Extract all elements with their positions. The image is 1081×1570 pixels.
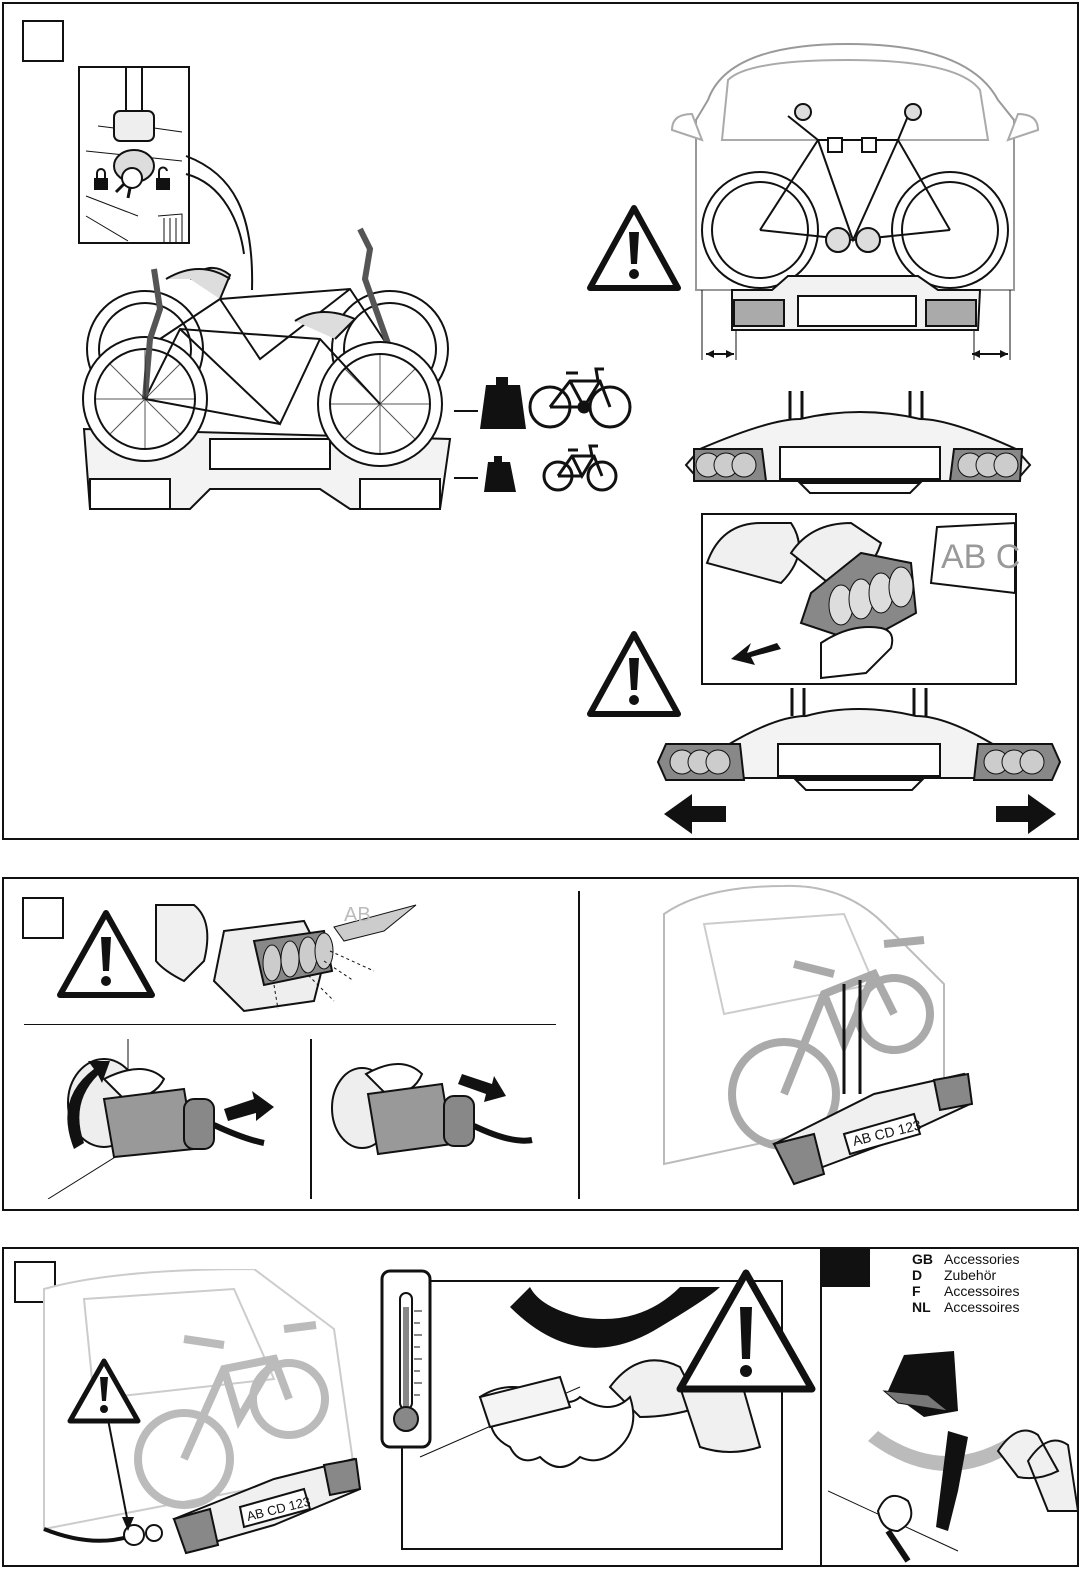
divider: [24, 1024, 556, 1025]
divider: [310, 1039, 312, 1199]
panel-top: AB CD: [2, 2, 1079, 840]
panel-middle: AB AB CD 123: [2, 877, 1079, 1211]
step-number-box: [22, 20, 64, 62]
light-unit-pullout-inset: AB CD: [701, 513, 1019, 687]
car-with-mounted-carrier-illustration: AB CD 123: [644, 884, 984, 1194]
accessories-marker: [820, 1249, 870, 1287]
plug-insert-illustration: [322, 1044, 552, 1204]
bicycle-icon: [544, 446, 616, 490]
exhaust-heat-warning-illustration: [380, 1267, 820, 1552]
car-hitch-warning-illustration: AB CD 123: [34, 1269, 374, 1559]
thermometer-icon: [382, 1271, 430, 1447]
arrow-icon: [664, 794, 726, 834]
warning-triangle-icon: [56, 909, 156, 999]
weight-icon: [480, 377, 526, 429]
carrier-front-view: [680, 389, 1036, 499]
accessory-cover-illustration: [828, 1341, 1078, 1565]
car-rear-with-bikes-illustration: [668, 40, 1042, 360]
weight-comparison-heavy: [454, 359, 644, 439]
svg-text:AB: AB: [344, 904, 371, 926]
plug-connect-rotate-illustration: [44, 1039, 294, 1199]
bicycle-icon: [530, 369, 630, 427]
divider: [820, 1249, 822, 1567]
light-unit-detail: AB: [154, 901, 424, 1016]
arrow-icon: [996, 794, 1056, 834]
arrow-icon: [224, 1091, 274, 1121]
carrier-extended-view: [656, 686, 1062, 836]
weight-icon: [484, 456, 516, 492]
divider: [578, 891, 580, 1199]
license-plate-text: AB CD: [941, 538, 1019, 576]
weight-comparison-light: [454, 442, 644, 502]
carrier-with-bikes-illustration: [70, 209, 460, 519]
